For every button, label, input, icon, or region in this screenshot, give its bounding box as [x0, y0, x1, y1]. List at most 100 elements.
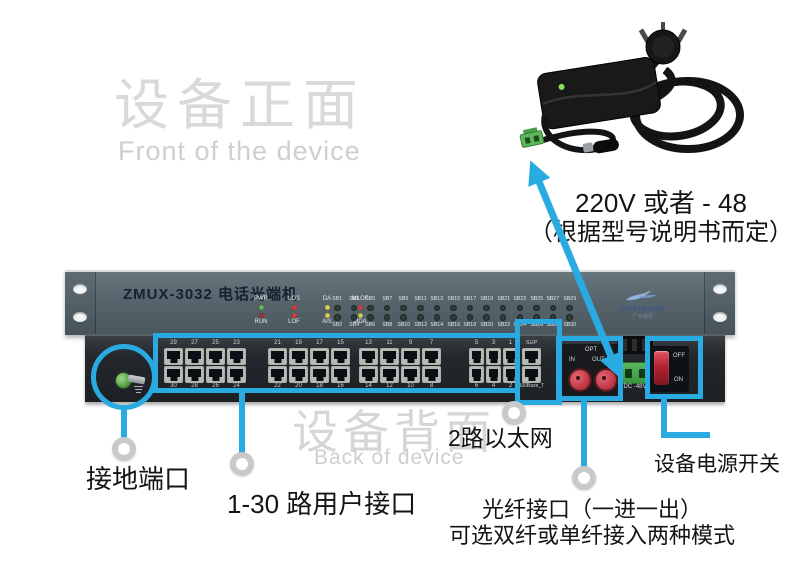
port-number-label: 4: [491, 383, 496, 389]
highlight-circle-ground: [91, 344, 157, 410]
sb-led: [466, 314, 474, 321]
rj45-jack: [486, 365, 501, 383]
status-led: [324, 312, 330, 318]
rj45-jack: [503, 365, 518, 383]
sb-led: [334, 304, 341, 311]
brand-logo: GDYINXUN 广州银讯: [611, 288, 675, 320]
sb-led-label: SB12: [413, 322, 427, 328]
status-led-label: PWR: [254, 296, 268, 302]
sb-led: [450, 314, 457, 321]
callout-line-switch-horizontal: [661, 432, 710, 438]
sb-led: [433, 304, 441, 311]
dc-terminal-slot: [625, 369, 632, 378]
callout-label-fiber-line1: 光纤接口（一进一出）: [481, 497, 702, 522]
rack-ear-right: [704, 272, 735, 335]
adapter-led: [558, 83, 565, 90]
rj45-jack: [469, 347, 484, 365]
screw-hole: [73, 312, 87, 322]
status-led-label: DA: [322, 296, 332, 302]
highlight-rect-switch: [645, 336, 703, 399]
sb-led: [383, 314, 391, 321]
status-led: [357, 304, 363, 310]
status-led-column: PWR RUN: [248, 296, 274, 326]
status-led: [291, 304, 297, 310]
switch-on-label: ON: [674, 377, 683, 383]
highlight-rect-user-ports: [153, 333, 520, 393]
callout-label-power-switch: 设备电源开关: [654, 453, 780, 476]
sb-led-label: SB19: [480, 296, 494, 302]
status-led: [291, 312, 297, 318]
power-switch: OFF ON: [649, 346, 689, 392]
sb-led-label: SB3: [348, 296, 359, 302]
rj45-jack: [185, 347, 204, 365]
port-number-label: 10: [407, 383, 414, 389]
dc-power-terminal: [619, 362, 653, 384]
port-number-label: 3: [491, 340, 496, 346]
port-number-label: 26: [212, 383, 219, 389]
port-number-label: 17: [316, 340, 323, 346]
rj45-jack: [164, 365, 183, 383]
rj45-jack: [206, 365, 225, 383]
callout-label-ground: 接地端口: [86, 464, 191, 494]
sb-led-label: SB21: [496, 296, 510, 302]
dc-terminal-slot: [639, 369, 646, 378]
sb-led-label: SB1: [332, 296, 343, 302]
watermark-back-zh: 设备背面: [292, 406, 496, 458]
switch-off-label: OFF: [673, 353, 685, 359]
sb-led-label: SB9: [398, 296, 409, 302]
status-led-label: LOF: [288, 319, 300, 325]
power-connection-arrow: [528, 160, 622, 378]
brand-logo-subtext: 广州银讯: [632, 314, 653, 320]
sb-led: [466, 304, 474, 311]
rj45-port-column: 29 30: [163, 340, 184, 390]
power-switch-rocker: [654, 351, 669, 385]
port-number-label: 12: [386, 383, 393, 389]
rj45-jack: [310, 365, 329, 383]
sb-led-label: SB15: [447, 296, 460, 302]
rj45-jack: [331, 365, 350, 383]
port-number-label: 15: [337, 340, 344, 346]
sb-led: [417, 314, 424, 321]
bird-logo-icon: [626, 290, 657, 301]
status-led-label: AIS: [322, 319, 332, 325]
sb-led-label: SB13: [430, 296, 444, 302]
cable-ferrite: [593, 138, 619, 154]
rj45-jack: [310, 347, 329, 365]
port-number-label: 21: [274, 340, 281, 346]
status-led-label: RUN: [254, 319, 268, 325]
callout-line-fiber: [581, 400, 587, 467]
dc-power-label: DC -48V: [623, 384, 647, 390]
port-number-label: 30: [170, 383, 177, 389]
sb-led-label: SB4: [348, 322, 359, 328]
status-led: [258, 312, 264, 318]
status-led-label: MDA: [353, 319, 367, 325]
callout-ring-fiber: [572, 466, 596, 490]
rj45-jack: [164, 347, 183, 365]
port-number-label: 23: [233, 340, 240, 346]
port-number-label: 6: [474, 383, 479, 389]
port-number-label: 29: [170, 340, 177, 346]
sb-led-label: SB17: [463, 296, 477, 302]
rj45-jack: [268, 365, 287, 383]
rj45-jack: [486, 347, 501, 365]
watermark-front-en: Front of the device: [118, 136, 361, 166]
rj45-jack: [380, 347, 399, 365]
sb-led: [383, 304, 391, 311]
